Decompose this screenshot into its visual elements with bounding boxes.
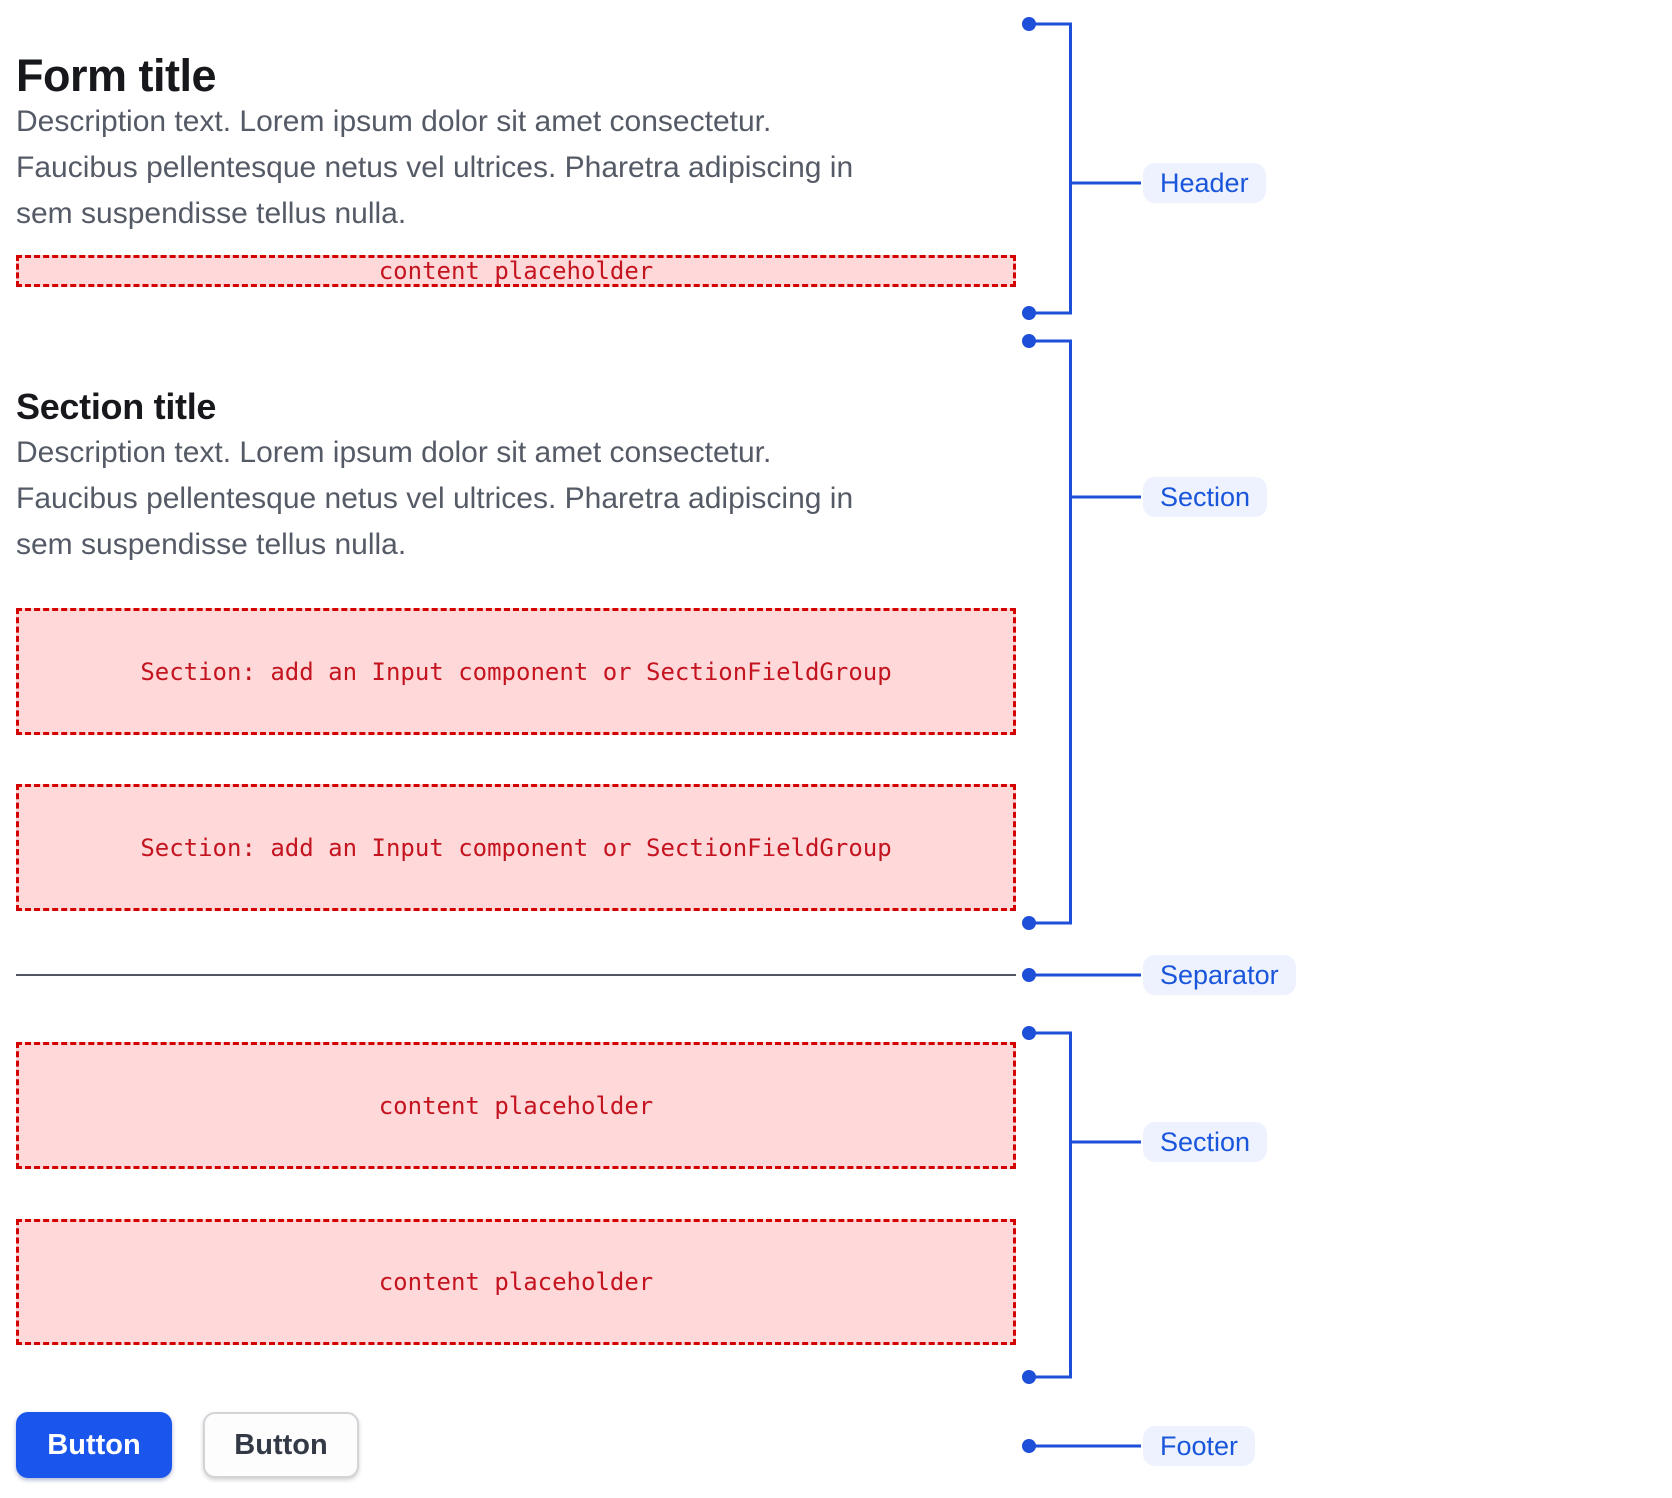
form-description-line: sem suspendisse tellus nulla. bbox=[16, 197, 407, 230]
section-2-bracket-bottom-dot bbox=[1022, 1370, 1036, 1384]
content-placeholder-2: content placeholder bbox=[16, 1219, 1016, 1345]
section-field-placeholder-2: Section: add an Input component or Secti… bbox=[16, 784, 1016, 911]
content-placeholder-1: content placeholder bbox=[16, 1042, 1016, 1169]
annotation-label-separator: Separator bbox=[1143, 955, 1296, 995]
separator-line bbox=[16, 974, 1016, 976]
section-field-placeholder-2-label: Section: add an Input component or Secti… bbox=[140, 833, 892, 862]
section-2-bracket-top-dot bbox=[1022, 1026, 1036, 1040]
separator-pointer-dot bbox=[1022, 968, 1036, 982]
footer-button-row: Button Button bbox=[16, 1412, 359, 1478]
section-1-bracket bbox=[1029, 339, 1072, 925]
annotation-label-footer: Footer bbox=[1143, 1426, 1256, 1466]
header-bracket-top-dot bbox=[1022, 17, 1036, 31]
form-description-line: Description text. Lorem ipsum dolor sit … bbox=[16, 105, 772, 138]
content-placeholder-2-label: content placeholder bbox=[378, 1268, 654, 1296]
header-bracket-bottom-dot bbox=[1022, 306, 1036, 320]
form-description: Description text. Lorem ipsum dolor sit … bbox=[16, 99, 1016, 237]
form-description-line: Faucibus pellentesque netus vel ultrices… bbox=[16, 151, 854, 184]
primary-button[interactable]: Button bbox=[16, 1412, 172, 1478]
section-title: Section title bbox=[16, 385, 217, 427]
section-description: Description text. Lorem ipsum dolor sit … bbox=[16, 430, 1016, 568]
header-content-placeholder: content placeholder bbox=[16, 255, 1016, 287]
section-description-line: Faucibus pellentesque netus vel ultrices… bbox=[16, 482, 854, 515]
section-description-line: sem suspendisse tellus nulla. bbox=[16, 528, 407, 561]
secondary-button-label: Button bbox=[234, 1428, 328, 1461]
header-content-placeholder-label: content placeholder bbox=[378, 257, 654, 285]
section-field-placeholder-1-label: Section: add an Input component or Secti… bbox=[140, 657, 892, 686]
form-title: Form title bbox=[16, 50, 217, 102]
section-field-placeholder-1: Section: add an Input component or Secti… bbox=[16, 608, 1016, 735]
section-2-bracket bbox=[1029, 1031, 1072, 1379]
header-bracket bbox=[1029, 22, 1072, 315]
content-placeholder-1-label: content placeholder bbox=[378, 1091, 654, 1120]
primary-button-label: Button bbox=[47, 1428, 141, 1461]
annotation-label-header: Header bbox=[1143, 163, 1266, 203]
section-1-bracket-bottom-dot bbox=[1022, 916, 1036, 930]
section-description-line: Description text. Lorem ipsum dolor sit … bbox=[16, 436, 772, 469]
annotation-label-section-2: Section bbox=[1143, 1122, 1268, 1162]
secondary-button[interactable]: Button bbox=[203, 1412, 359, 1478]
annotation-label-section-1: Section bbox=[1143, 477, 1268, 517]
section-1-bracket-top-dot bbox=[1022, 334, 1036, 348]
footer-pointer-dot bbox=[1022, 1439, 1036, 1453]
